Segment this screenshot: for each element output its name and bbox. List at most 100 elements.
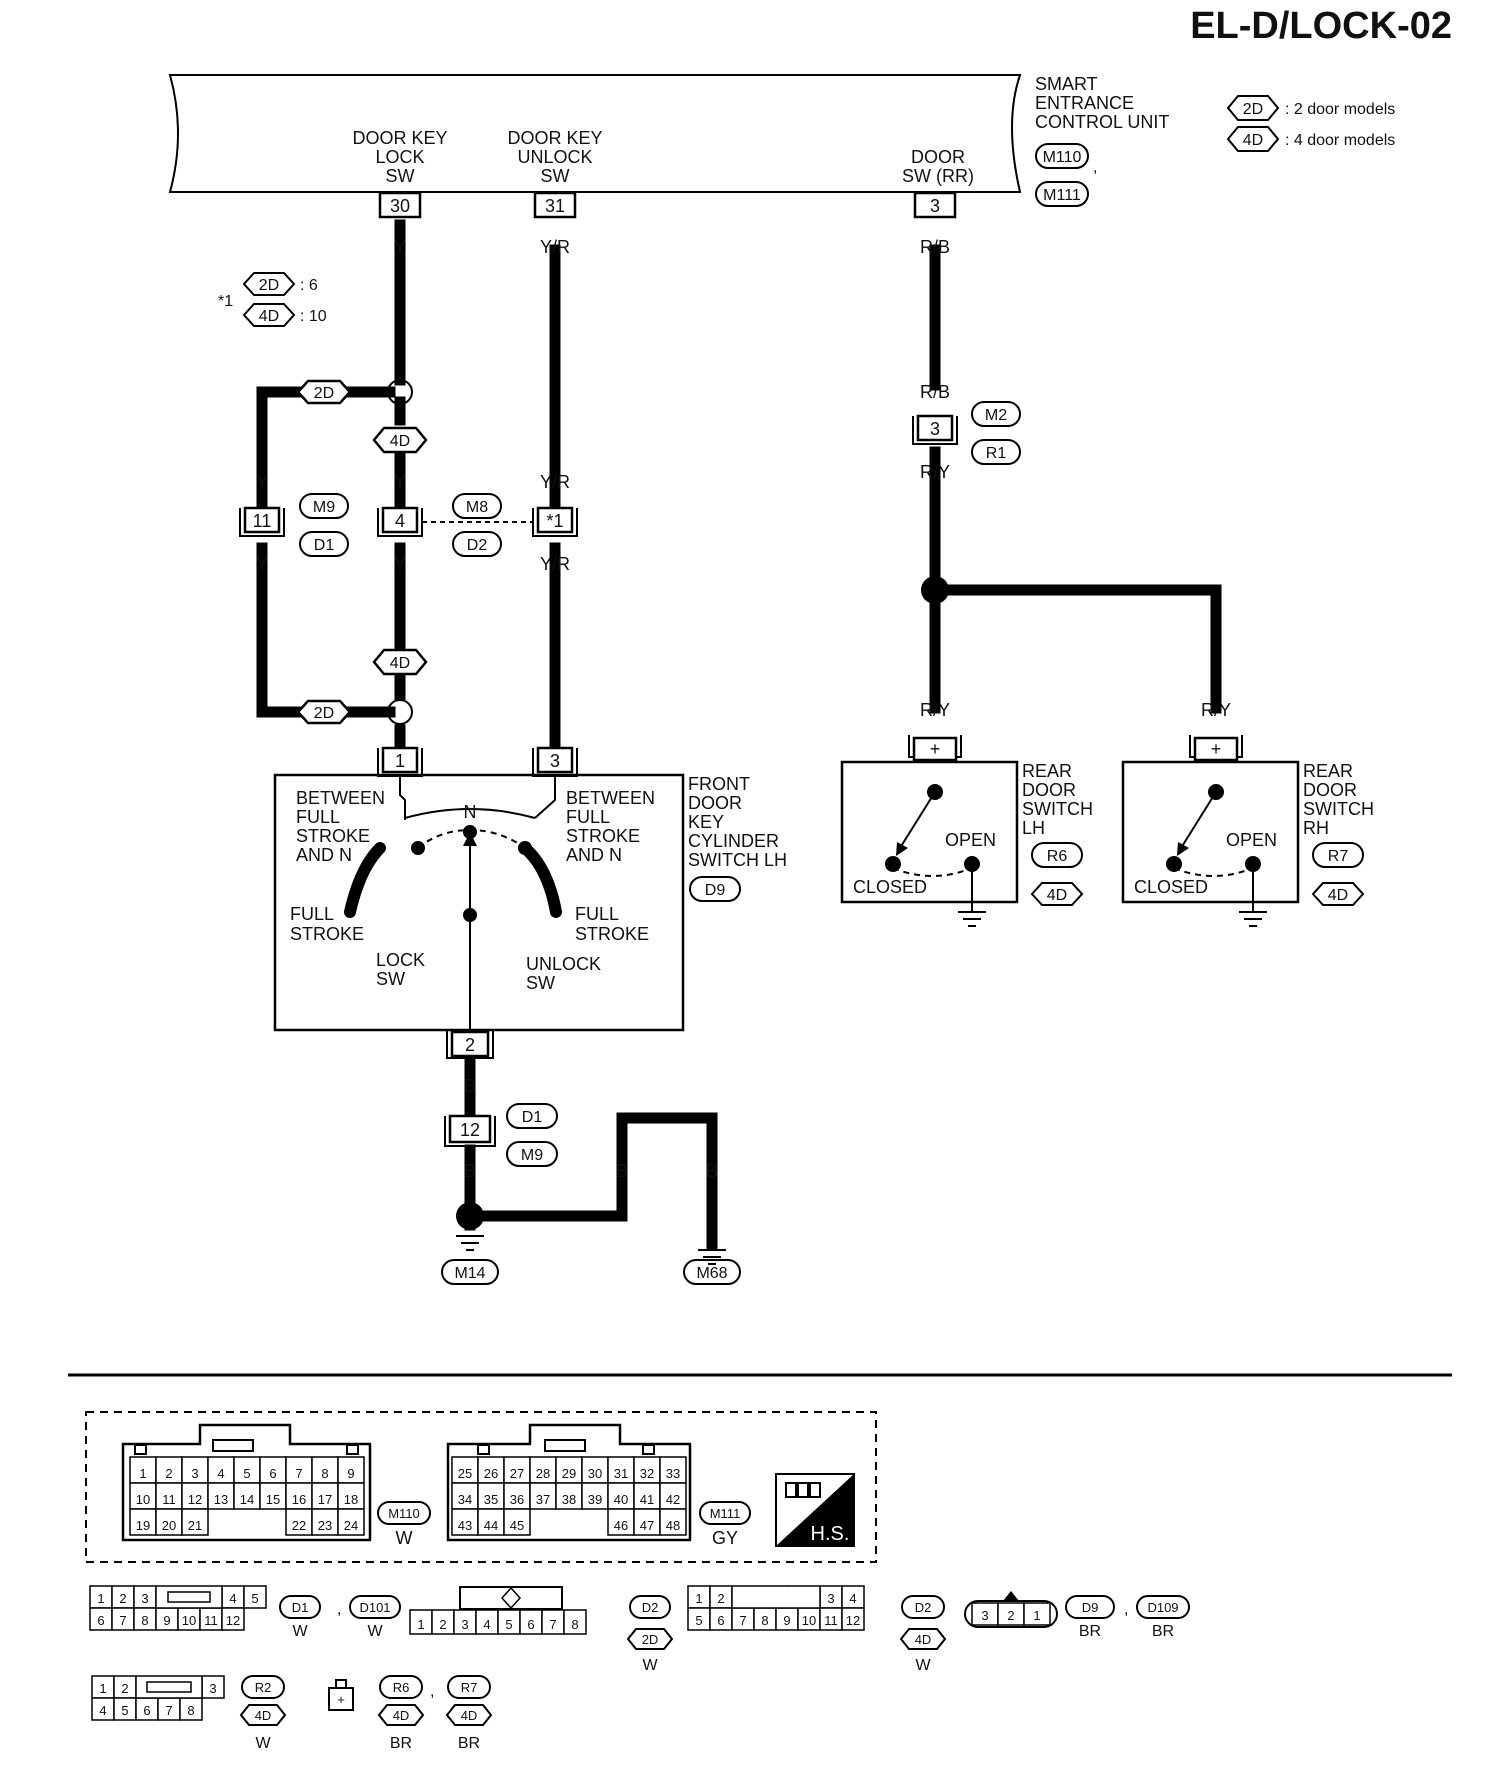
connector-cell: [221, 1607, 245, 1631]
switch-text: FULL: [296, 807, 340, 827]
connector-pin: 46: [614, 1518, 628, 1533]
connector-pin: 3: [827, 1591, 834, 1606]
junction-connector: D1: [314, 537, 335, 554]
connector-pin: 4: [483, 1617, 490, 1632]
wire-color: R/Y: [1201, 700, 1231, 720]
legend-text: : 2 door models: [1285, 101, 1395, 118]
switch-name: DOOR: [1022, 780, 1076, 800]
connector-pin: 6: [527, 1617, 534, 1632]
connector-color: W: [915, 1657, 931, 1674]
switch-name: LH: [1022, 818, 1045, 838]
junction-pin: 12: [460, 1120, 480, 1140]
terminal-label: SW (RR): [902, 166, 974, 186]
switch-name: REAR: [1303, 761, 1353, 781]
connector-latch: [167, 1591, 211, 1603]
connector-cell: [633, 1456, 661, 1484]
unit-name: ENTRANCE: [1035, 93, 1134, 113]
connector-latch: [146, 1681, 192, 1693]
connector-pin: 12: [226, 1613, 240, 1628]
connector-pin: 39: [588, 1492, 602, 1507]
connector-pin: 8: [141, 1613, 148, 1628]
connector-pin: 20: [162, 1518, 176, 1533]
connector-pin: 3: [191, 1466, 198, 1481]
switch-name: CYLINDER: [688, 831, 779, 851]
connector-pin: 16: [292, 1492, 306, 1507]
connector-pin: 7: [549, 1617, 556, 1632]
connector-pin: 11: [824, 1613, 838, 1628]
connector-pin: 30: [588, 1466, 602, 1481]
switch-text: STROKE: [296, 826, 370, 846]
wire-color: B: [616, 1161, 628, 1181]
svg-text:,: ,: [1124, 1601, 1128, 1618]
svg-text:,: ,: [337, 1601, 341, 1618]
switch-name: SWITCH LH: [688, 850, 787, 870]
connector-cell: [311, 1508, 339, 1536]
connector-pin: 11: [162, 1492, 176, 1507]
connector-pin: 12: [188, 1492, 202, 1507]
connector-pin: 44: [484, 1518, 498, 1533]
switch-name: KEY: [688, 812, 724, 832]
junction-pin: 11: [253, 511, 272, 531]
variant-tag: 4D: [915, 1632, 932, 1647]
terminal-label: SW: [386, 166, 415, 186]
connector-cell: [477, 1456, 505, 1484]
connector-color: W: [292, 1623, 308, 1640]
connector-pin: 22: [292, 1518, 306, 1533]
rear-door-switch-rh: + OPEN CLOSED REAR DOOR SWITCH RH R7 4D: [1121, 735, 1374, 927]
connector-cell: [155, 1456, 183, 1484]
connector-cell: [285, 1508, 313, 1536]
switch-text: FULL: [566, 807, 610, 827]
junction-connector: R1: [986, 445, 1007, 462]
connector-cell: [311, 1482, 339, 1510]
switch-pin: 1: [395, 751, 405, 771]
connector-name: D1: [292, 1600, 309, 1615]
connector-pin: 47: [640, 1518, 654, 1533]
connector-view-r6-r7: + R6 4D BR , R7 4D BR: [328, 1675, 493, 1752]
connector-pin: 2: [165, 1466, 172, 1481]
connector-pin: +: [337, 1692, 345, 1707]
switch-name: SWITCH: [1022, 799, 1093, 819]
switch-text: STROKE: [566, 826, 640, 846]
connector-cell: [529, 1482, 557, 1510]
harness-side-icon: H.S.: [775, 1473, 855, 1547]
switch-open: OPEN: [1226, 830, 1277, 850]
connector-cell: [259, 1456, 287, 1484]
key-cylinder-switch: 1 3 2 N BETWEEN FULL STROKE AND N BETWEE…: [273, 746, 787, 1059]
legend: 2D : 2 door models 4D : 4 door models: [1226, 95, 1395, 152]
connector-pin: 11: [204, 1613, 218, 1628]
switch-name: DOOR: [688, 793, 742, 813]
connector-pin: 8: [761, 1613, 768, 1628]
connector-pin: 9: [347, 1466, 354, 1481]
wires: [256, 219, 1222, 1251]
connector-pin: 5: [251, 1591, 258, 1606]
connector-pin: 7: [165, 1703, 172, 1718]
unit-name: SMART: [1035, 74, 1098, 94]
connector-cell: [285, 1456, 313, 1484]
connector-pin: 5: [243, 1466, 250, 1481]
connector-color: BR: [1079, 1623, 1101, 1640]
switch-text: LOCK: [376, 950, 425, 970]
wire-color: B: [464, 1161, 476, 1181]
connector-name: D2: [642, 1600, 659, 1615]
connector-pin: 1: [99, 1681, 106, 1696]
switch-text: STROKE: [290, 924, 364, 944]
terminal-pin: 3: [930, 196, 940, 216]
hs-text: H.S.: [811, 1523, 850, 1545]
terminal-label: DOOR KEY: [352, 128, 447, 148]
wire-color: R/B: [920, 237, 950, 257]
switch-text: SW: [376, 969, 405, 989]
junction-m2-r1: 3 M2 R1: [912, 401, 1021, 465]
connector-pin: 2: [717, 1591, 724, 1606]
connector-pin: 27: [510, 1466, 524, 1481]
splice-point: [456, 1202, 484, 1230]
connector-pin: 25: [458, 1466, 472, 1481]
switch-closed: CLOSED: [1134, 877, 1208, 897]
switch-text: AND N: [566, 845, 622, 865]
connector-pin: 34: [458, 1492, 472, 1507]
wire-color: Y: [394, 554, 406, 574]
footnote-mark: *1: [218, 293, 233, 310]
switch-text: SW: [526, 973, 555, 993]
